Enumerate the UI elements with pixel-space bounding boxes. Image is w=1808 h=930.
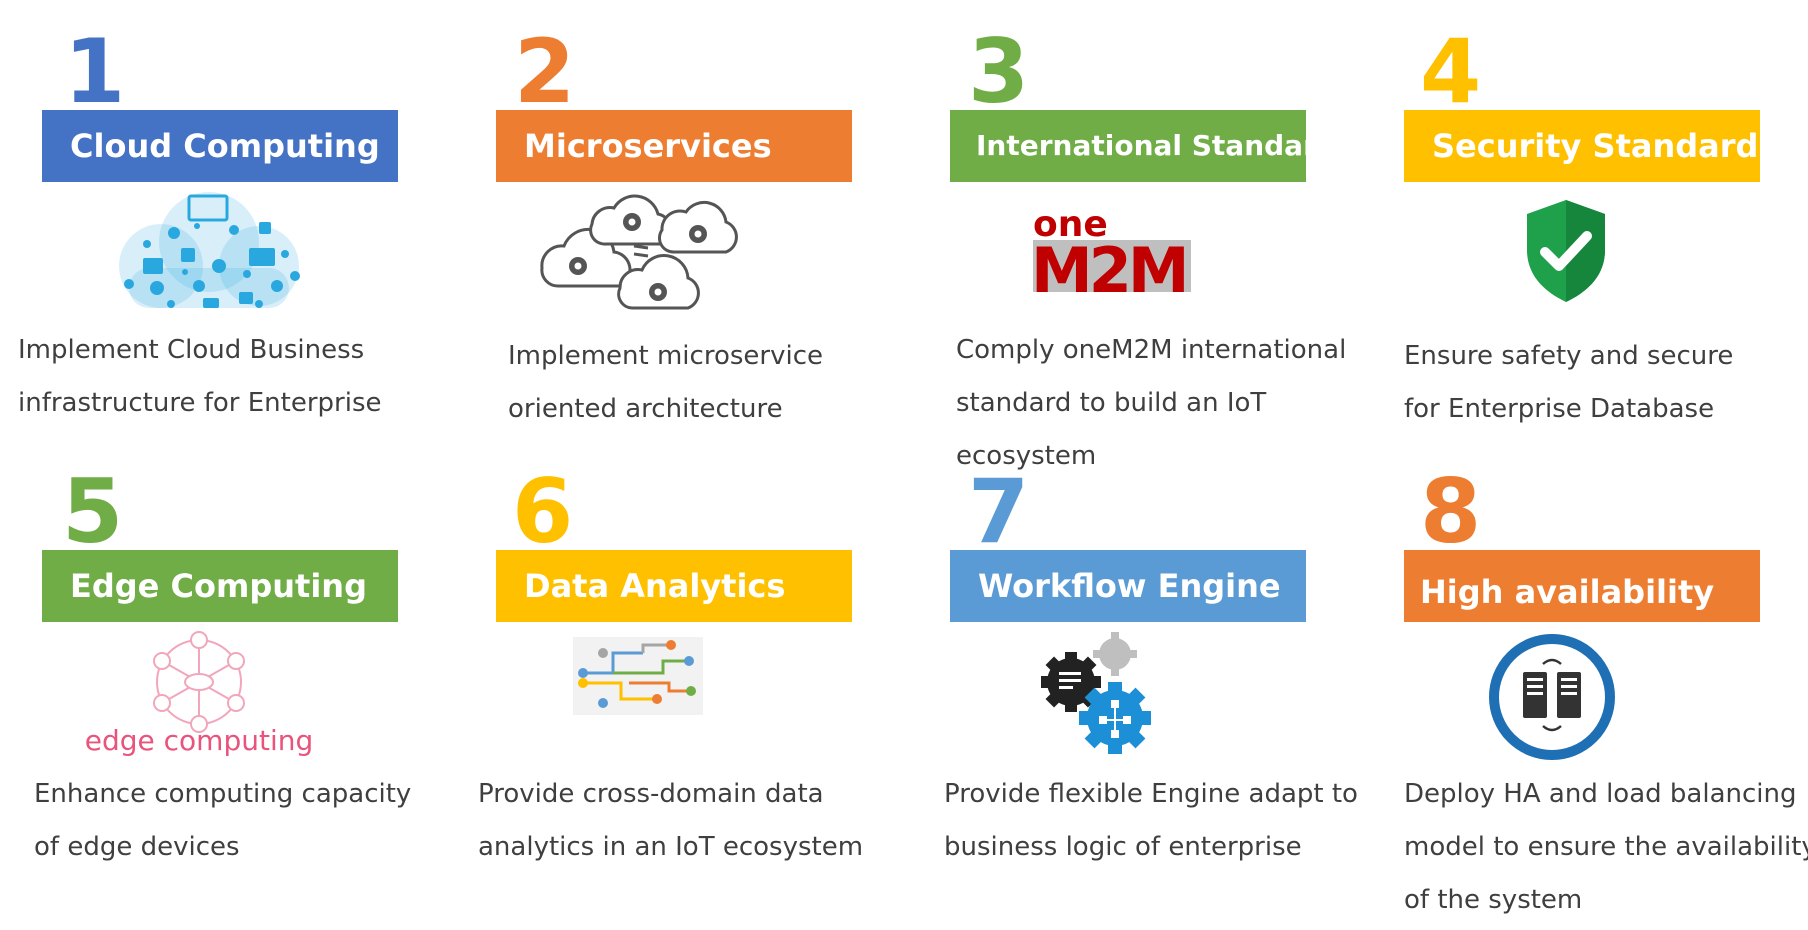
description-line: standard to build an IoT [956, 388, 1267, 418]
feature-description: Comply oneM2M international standard to … [956, 324, 1346, 483]
feature-title: Workflow Engine [950, 550, 1306, 622]
feature-card-high-availability: 8 High availability Deploy HA and lo [1386, 440, 1808, 915]
feature-description: Ensure safety and secure for Enterprise … [1404, 330, 1733, 436]
description-line: analytics in an IoT ecosystem [478, 832, 864, 862]
feature-card-edge-computing: 5 Edge Computing edge computing Enhance … [24, 440, 444, 880]
feature-title: International Standard [950, 110, 1337, 182]
edge-logo-text: edge computing [85, 724, 314, 756]
edge-network-icon: edge computing [64, 626, 334, 756]
feature-number: 3 [968, 20, 1029, 123]
feature-number: 8 [1420, 460, 1481, 563]
data-flow-icon [568, 626, 708, 726]
feature-card-microservices: 2 Microservices [478, 0, 898, 440]
description-line: Provide cross-domain data [478, 779, 824, 809]
description-line: Implement Cloud Business [18, 335, 365, 365]
description-line: infrastructure for Enterprise [18, 388, 382, 418]
description-line: oriented architecture [508, 394, 783, 424]
description-line: Ensure safety and secure [1404, 341, 1734, 371]
feature-title: Security Standard [1404, 110, 1760, 182]
feature-number: 1 [64, 20, 125, 123]
feature-number: 6 [512, 460, 573, 563]
feature-description: Enhance computing capacity of edge devic… [34, 768, 411, 874]
description-line: Provide flexible Engine adapt to [944, 779, 1358, 809]
description-line: Implement microservice [508, 341, 823, 371]
description-line: Enhance computing capacity [34, 779, 412, 809]
servers-circle-icon [1482, 630, 1622, 764]
description-line: of the system [1404, 885, 1583, 915]
feature-description: Deploy HA and load balancing model to en… [1404, 768, 1808, 927]
feature-description: Implement Cloud Business infrastructure … [18, 324, 382, 430]
feature-card-workflow-engine: 7 Workflow Engine [932, 440, 1358, 880]
description-line: of edge devices [34, 832, 240, 862]
description-line: for Enterprise Database [1404, 394, 1715, 424]
cloud-gears-icon [520, 186, 760, 316]
feature-title: Cloud Computing [42, 110, 398, 182]
feature-title: High availability [1404, 550, 1760, 622]
feature-description: Provide flexible Engine adapt to busines… [944, 768, 1358, 874]
feature-card-international-standard: 3 International Standard one M2M Comply … [932, 0, 1352, 471]
workflow-gears-icon [1032, 626, 1162, 760]
description-line: business logic of enterprise [944, 832, 1302, 862]
logo-text-m2m: M2M [1031, 234, 1186, 306]
feature-description: Provide cross-domain data analytics in a… [478, 768, 863, 874]
feature-title: Microservices [496, 110, 852, 182]
description-line: model to ensure the availability [1404, 832, 1808, 862]
feature-number: 5 [62, 460, 123, 563]
feature-number: 4 [1420, 20, 1481, 123]
logo-text-one: one [1033, 204, 1108, 245]
description-line: ecosystem [956, 441, 1097, 471]
feature-card-data-analytics: 6 Data Analytics Provid [478, 440, 898, 880]
onem2m-logo-icon: one M2M [1022, 186, 1202, 316]
feature-card-security-standard: 4 Security Standard Ensure safety and se… [1386, 0, 1806, 440]
description-line: Comply oneM2M international [956, 335, 1347, 365]
description-line: Deploy HA and load balancing [1404, 779, 1797, 809]
shield-check-icon [1496, 186, 1636, 316]
feature-number: 2 [514, 20, 575, 123]
feature-title: Edge Computing [42, 550, 398, 622]
feature-description: Implement microservice oriented architec… [508, 330, 823, 436]
feature-card-cloud-computing: 1 Cloud Computing [18, 0, 444, 440]
feature-number: 7 [968, 460, 1029, 563]
feature-title: Data Analytics [496, 550, 852, 622]
cloud-of-icons-icon [94, 186, 314, 316]
